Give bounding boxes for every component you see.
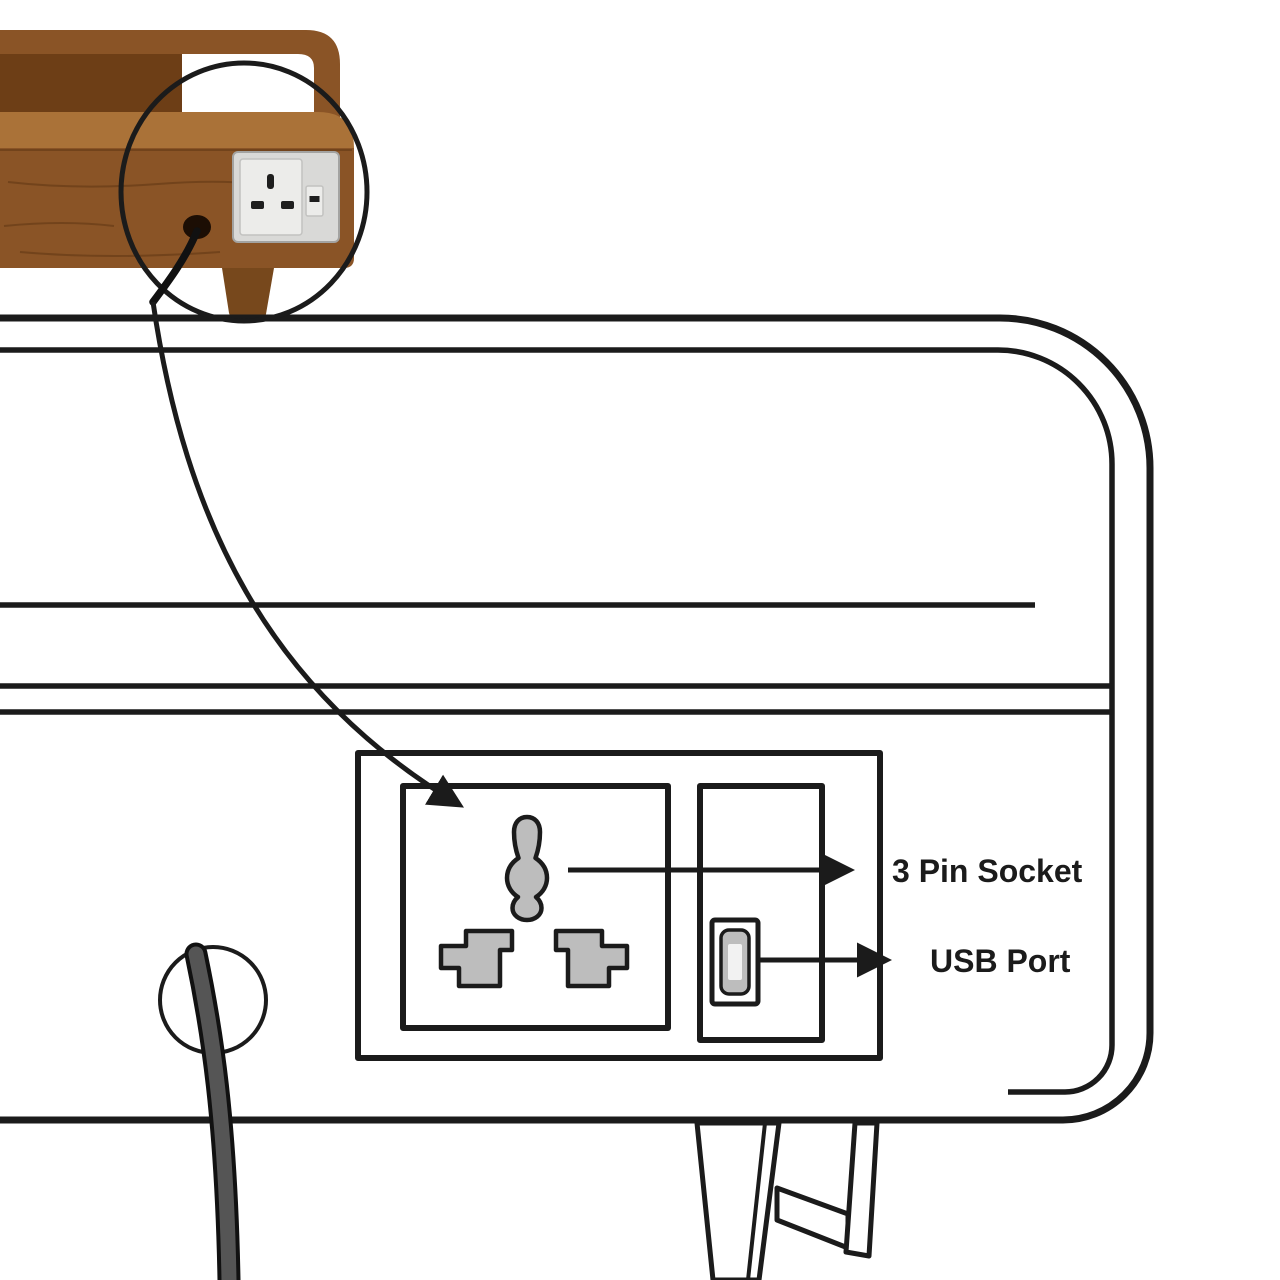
- photo-table-leg: [222, 268, 274, 318]
- socket-top-pin: [504, 814, 550, 923]
- leg-facet-line: [746, 1122, 767, 1280]
- wood-grain-line: [3, 222, 115, 227]
- callout-arrow-icon: [150, 301, 465, 808]
- label-usb-port: USB Port: [930, 943, 1071, 979]
- table-outline-inner: [0, 347, 1115, 1095]
- photo-tabletop-surface: [0, 112, 354, 150]
- socket-panel-diagram: [355, 750, 883, 1061]
- usb-port-icon: [709, 917, 761, 1007]
- socket-right-hole: [281, 201, 294, 209]
- table-leg-rear: [843, 1120, 880, 1259]
- product-photo-inset: [0, 30, 354, 318]
- wood-grain-line: [19, 251, 221, 257]
- three-pin-socket-icon: [438, 814, 630, 989]
- photo-cable-hole: [183, 215, 211, 239]
- label-3-pin-socket: 3 Pin Socket: [892, 853, 1083, 889]
- table-leg-front: [694, 1120, 782, 1280]
- leg-stretcher: [774, 1185, 851, 1251]
- usb-port-slot: [728, 944, 742, 980]
- annotations: 3 Pin Socket USB Port: [568, 852, 1083, 979]
- photo-gallery-rail: [0, 30, 340, 118]
- photo-socket-panel: [232, 151, 340, 243]
- socket-left-pin: [438, 928, 515, 989]
- power-cable: [188, 946, 237, 1280]
- socket-module: [239, 158, 303, 236]
- socket-right-pin: [553, 928, 630, 989]
- socket-left-hole: [251, 201, 264, 209]
- photo-cable: [149, 227, 201, 306]
- socket-earth-hole: [267, 174, 274, 189]
- table-line-drawing: [0, 314, 1154, 1280]
- usb-slot: [309, 196, 320, 202]
- table-outline-outer: [0, 314, 1154, 1124]
- magnifier-circle-icon: [118, 60, 370, 324]
